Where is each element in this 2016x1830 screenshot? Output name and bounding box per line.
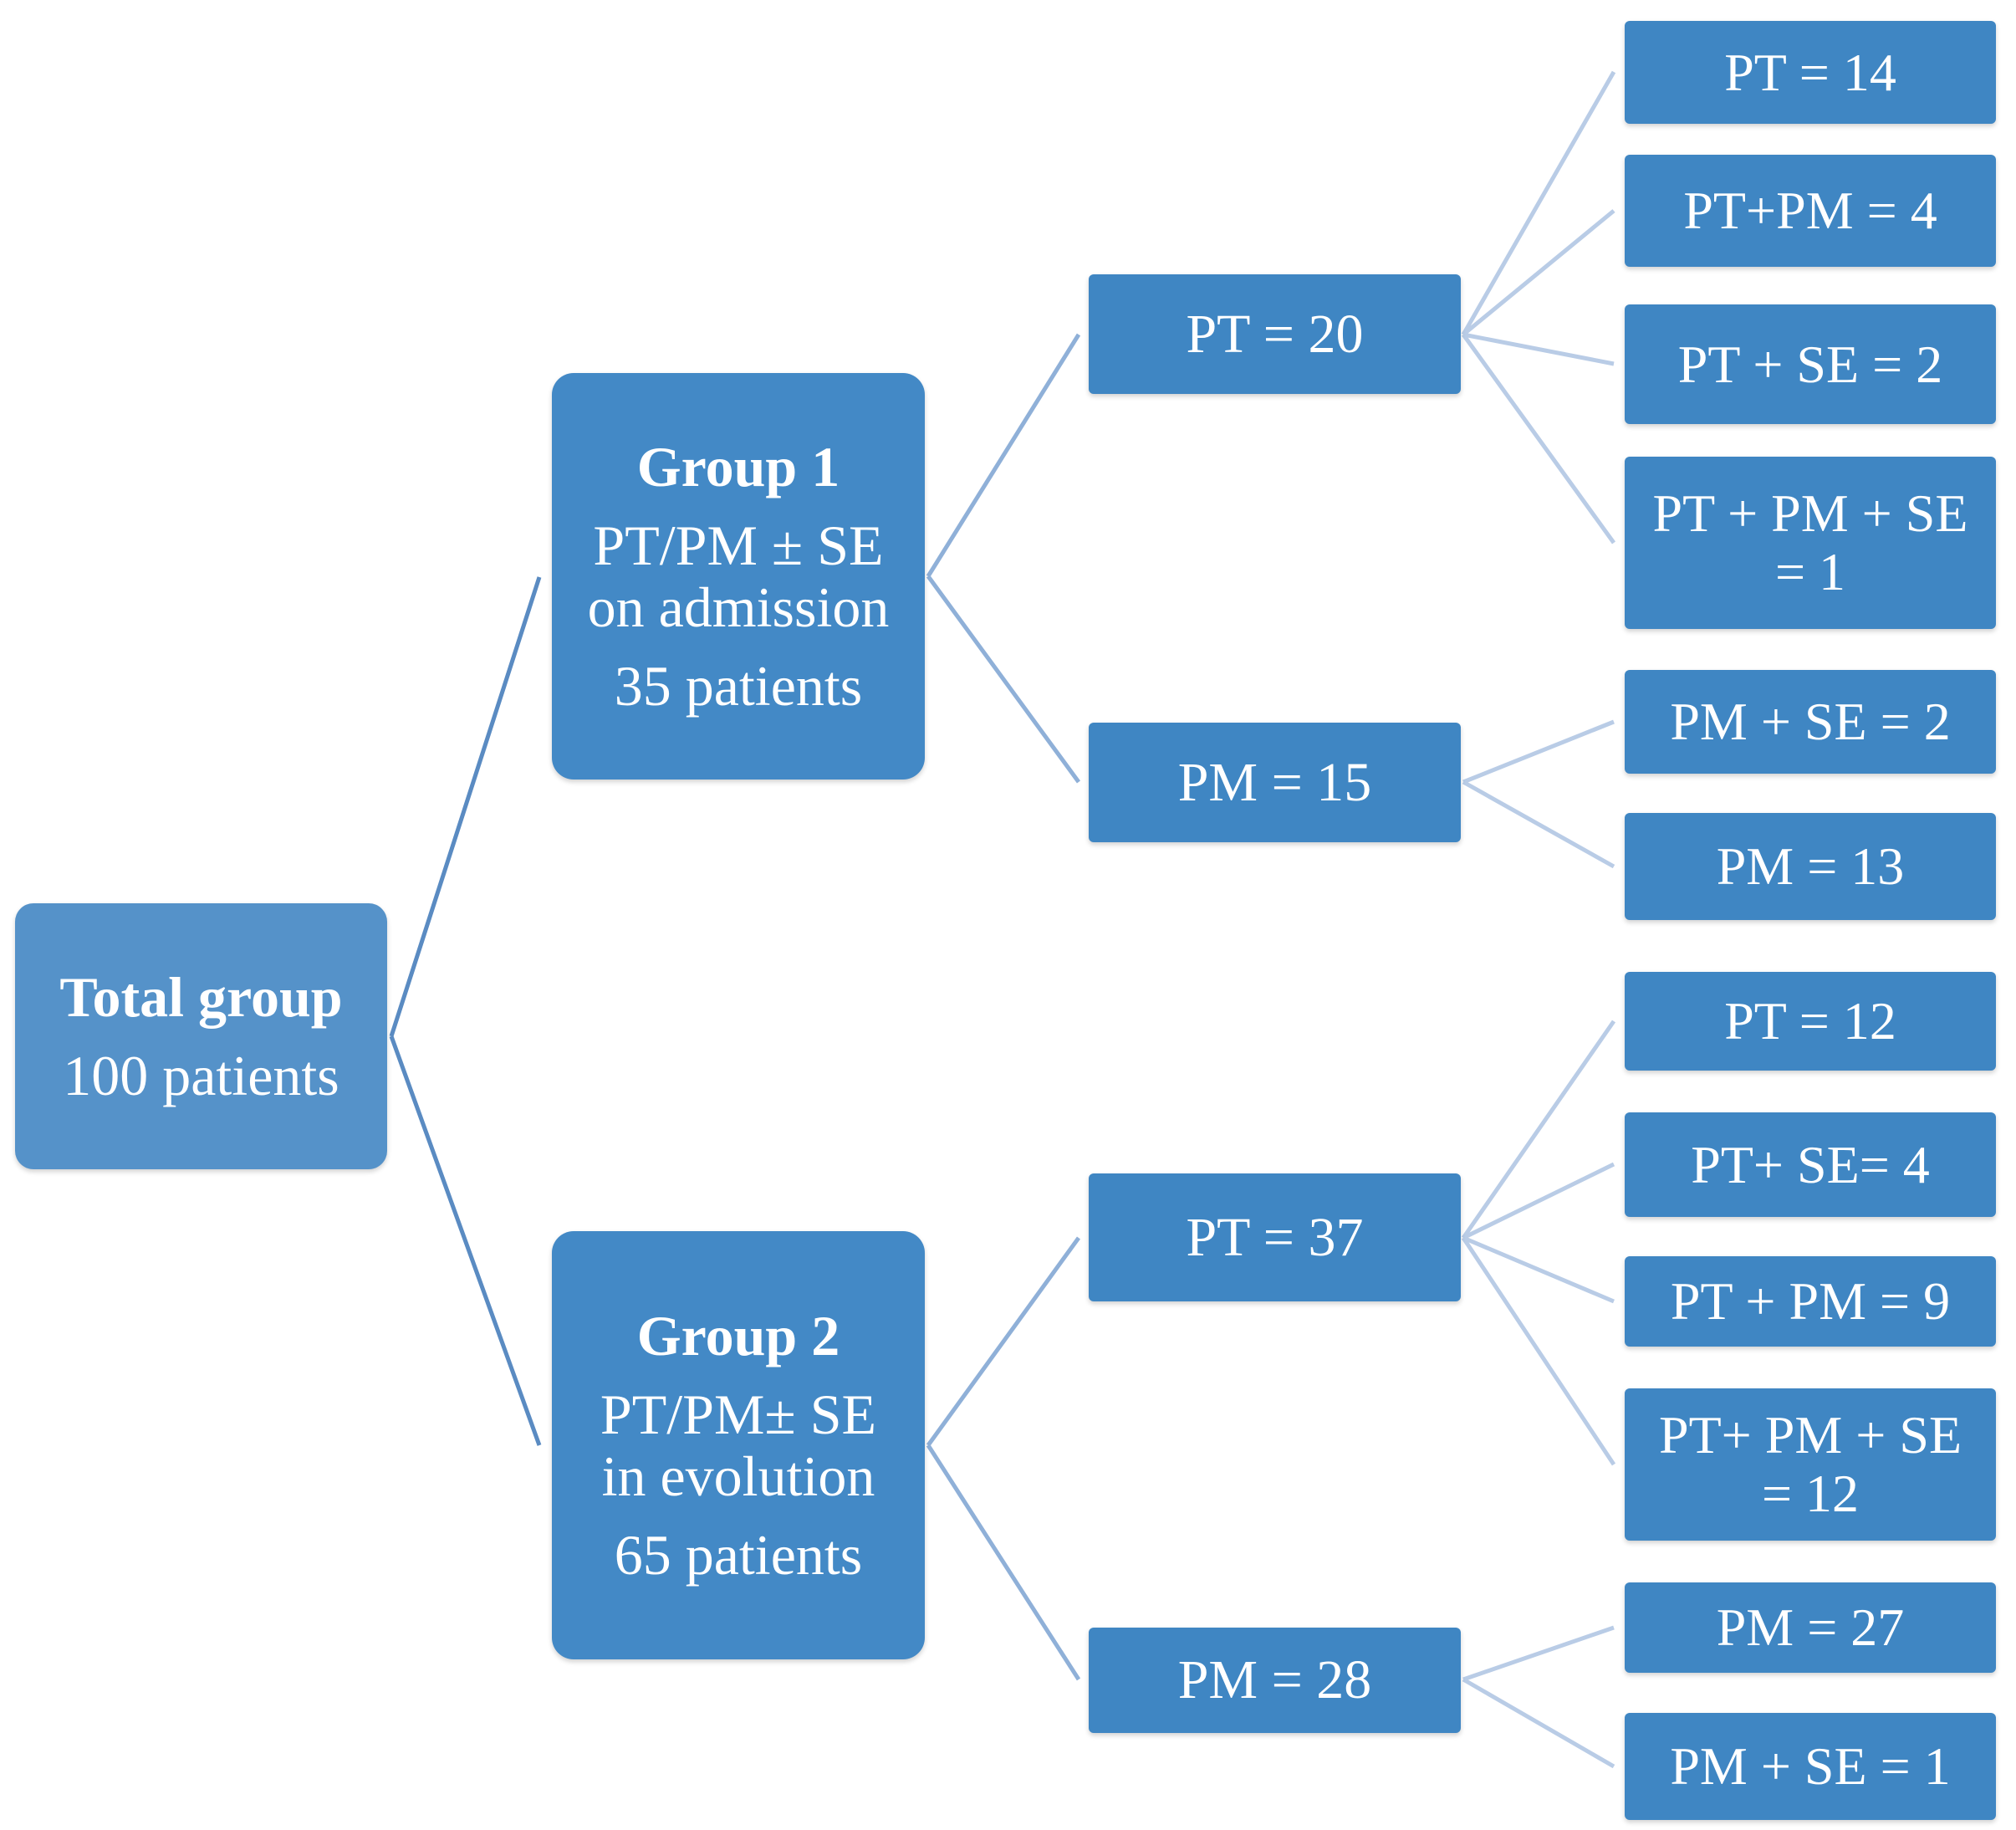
connector-g1pm-leaf2: [1462, 780, 1615, 869]
group-1-line1: PT/PM ± SE: [593, 514, 884, 577]
group-2-pt-label: PT = 37: [1186, 1206, 1364, 1268]
group-2-line1: PT/PM± SE: [600, 1383, 877, 1446]
connector-g1pm-leaf1: [1462, 719, 1615, 785]
total-group-count: 100 patients: [63, 1044, 339, 1107]
connector-g2pt-leaf1: [1461, 1020, 1616, 1240]
leaf-node: PT + PM + SE = 1: [1625, 457, 1996, 629]
leaf-label: PT + PM + SE: [1652, 483, 1968, 543]
connector-group1-pt: [926, 333, 1081, 578]
leaf-node: PT = 14: [1625, 21, 1996, 124]
leaf-node: PM = 13: [1625, 813, 1996, 920]
leaf-node: PT+PM = 4: [1625, 155, 1996, 267]
connector-g1pt-leaf1: [1461, 70, 1616, 336]
connector-g2pt-leaf3: [1462, 1235, 1615, 1304]
connector-g2pm-leaf1: [1462, 1625, 1615, 1682]
group-1-node: Group 1 PT/PM ± SE on admission 35 patie…: [552, 373, 925, 780]
leaf-node: PM + SE = 1: [1625, 1713, 1996, 1820]
connector-total-group1: [389, 576, 542, 1037]
leaf-node: PT = 12: [1625, 972, 1996, 1071]
connector-total-group2: [389, 1035, 542, 1446]
total-group-title: Total group: [59, 965, 343, 1029]
group-2-count: 65 patients: [614, 1523, 863, 1587]
leaf-label: PM = 13: [1716, 836, 1905, 896]
leaf-label: PM + SE = 2: [1670, 692, 1951, 751]
leaf-label: PT + SE = 2: [1677, 334, 1943, 394]
connector-g2pm-leaf2: [1462, 1677, 1615, 1769]
leaf-label-line2: = 1: [1774, 542, 1846, 601]
group-1-count: 35 patients: [614, 654, 863, 718]
group-1-pm-label: PM = 15: [1177, 751, 1372, 813]
leaf-node: PM + SE = 2: [1625, 670, 1996, 774]
group-1-pt-label: PT = 20: [1186, 303, 1364, 365]
group-1-pm-node: PM = 15: [1089, 723, 1461, 842]
group-2-line2: in evolution: [601, 1444, 875, 1508]
connector-group1-pm: [926, 575, 1081, 784]
connector-group2-pt: [926, 1236, 1081, 1447]
leaf-label: PT = 12: [1724, 991, 1896, 1050]
leaf-label-line2: = 12: [1761, 1464, 1860, 1523]
leaf-label: PM + SE = 1: [1670, 1736, 1951, 1796]
group-2-node: Group 2 PT/PM± SE in evolution 65 patien…: [552, 1231, 925, 1659]
group-1-title: Group 1: [636, 435, 840, 498]
leaf-node: PM = 27: [1625, 1582, 1996, 1673]
leaf-node: PT+ SE= 4: [1625, 1112, 1996, 1217]
leaf-node: PT + PM = 9: [1625, 1256, 1996, 1347]
group-2-title: Group 2: [636, 1304, 840, 1367]
group-2-pm-label: PM = 28: [1177, 1649, 1372, 1710]
leaf-label: PT+ SE= 4: [1691, 1134, 1930, 1194]
connector-g2pt-leaf2: [1462, 1162, 1615, 1240]
leaf-label: PM = 27: [1716, 1597, 1905, 1657]
group-1-pt-node: PT = 20: [1089, 274, 1461, 394]
connector-g1pt-leaf3: [1462, 332, 1615, 366]
group-1-line2: on admission: [587, 575, 890, 639]
group-2-pm-node: PM = 28: [1089, 1628, 1461, 1733]
leaf-node: PT+ PM + SE = 12: [1625, 1388, 1996, 1541]
leaf-label: PT + PM = 9: [1670, 1271, 1951, 1331]
connector-g2pt-leaf4: [1461, 1236, 1616, 1466]
leaf-label: PT+PM = 4: [1683, 181, 1937, 240]
total-group-node: Total group 100 patients: [15, 903, 387, 1169]
leaf-label: PT+ PM + SE: [1658, 1404, 1962, 1465]
group-2-pt-node: PT = 37: [1089, 1173, 1461, 1301]
connector-group2-pm: [926, 1444, 1081, 1681]
connector-g1pt-leaf4: [1461, 333, 1616, 544]
connector-g1pt-leaf2: [1462, 209, 1615, 336]
leaf-label: PT = 14: [1724, 42, 1896, 102]
leaf-node: PT + SE = 2: [1625, 304, 1996, 424]
